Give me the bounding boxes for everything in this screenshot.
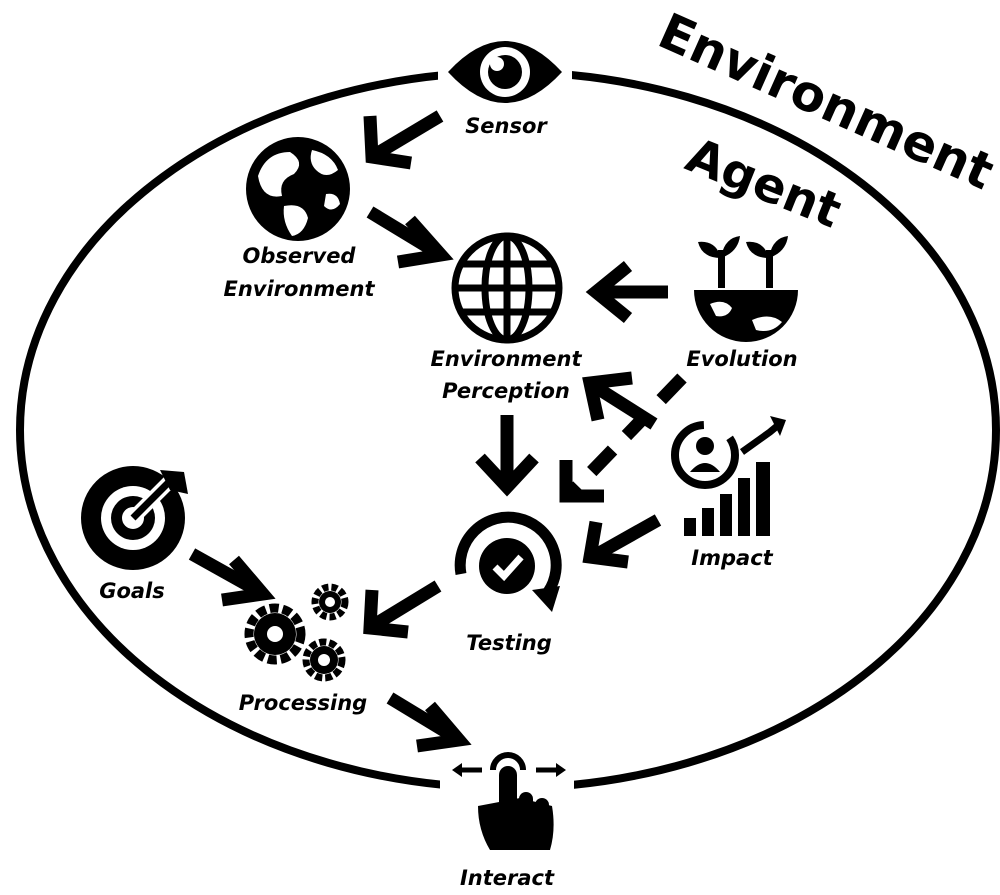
arrow-evolution-to-testing [559, 373, 687, 503]
arrow-perception-to-testing [475, 415, 539, 497]
arrow-processing-to-interact [386, 692, 472, 753]
earth-globe-icon [246, 137, 350, 241]
sprouting-plants-icon [694, 236, 798, 342]
eye-icon [448, 41, 562, 103]
impact-label: Impact [691, 546, 773, 570]
arrow-observed-to-perception [366, 206, 454, 269]
sensor-label: Sensor [465, 114, 548, 138]
goals-label: Goals [99, 579, 165, 603]
interact-label: Interact [460, 866, 555, 890]
gears-icon [244, 583, 349, 682]
arrow-impact-to-testing [582, 514, 662, 569]
target-dart-icon [81, 466, 188, 570]
check-cycle-icon [454, 511, 562, 612]
testing-label: Testing [466, 631, 552, 655]
arrow-testing-to-processing [363, 580, 442, 639]
arrow-evolution-to-perception [585, 260, 668, 324]
tap-gesture-icon [452, 752, 566, 850]
processing-label: Processing [239, 691, 367, 715]
arrow-sensor-to-observed [363, 110, 444, 170]
perception-label-line2: Perception [442, 379, 570, 403]
evolution-label: Evolution [686, 347, 797, 371]
arrow-goals-to-processing [188, 548, 276, 607]
observed-label-line2: Environment [223, 277, 375, 301]
agent-title: Agent [679, 127, 849, 239]
growth-chart-person-icon [671, 416, 786, 536]
observed-label-line1: Observed [243, 244, 357, 268]
perception-label-line1: Environment [430, 347, 582, 371]
wireframe-globe-icon [451, 232, 563, 344]
